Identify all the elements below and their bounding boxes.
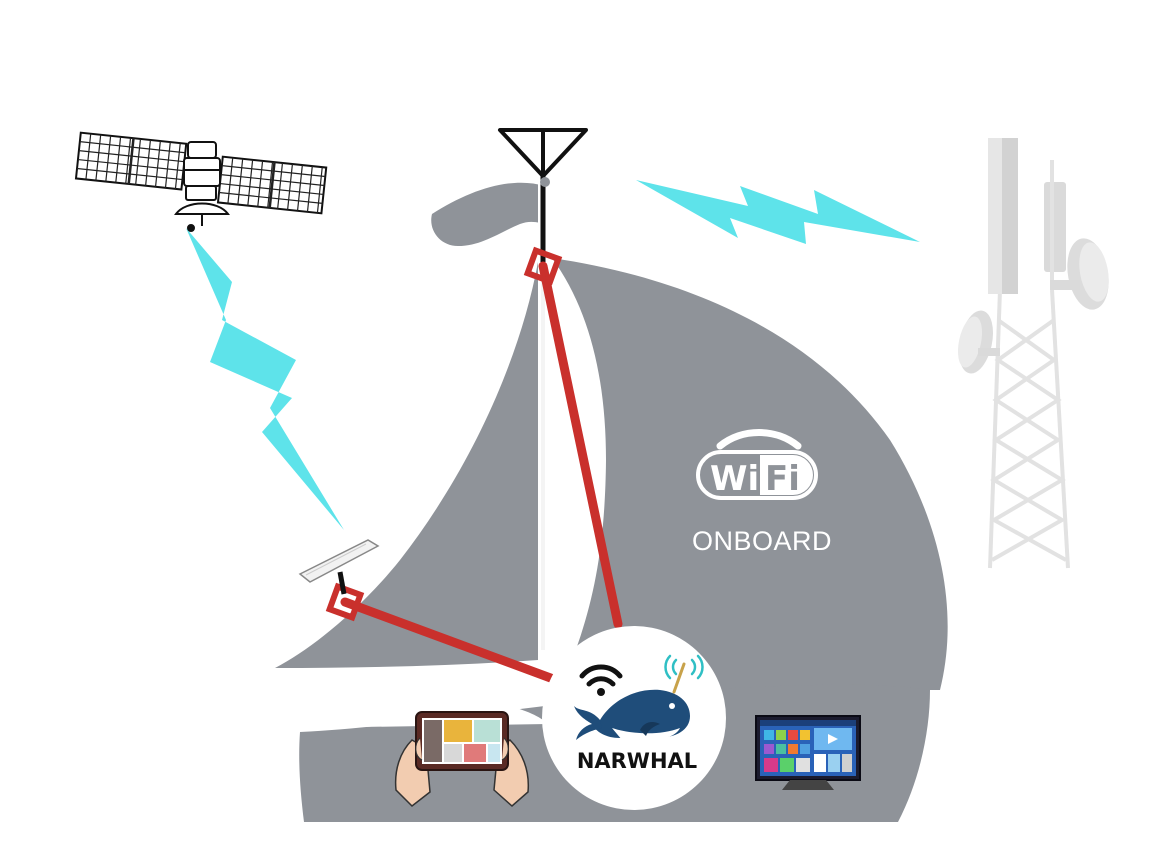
tv-icon	[755, 715, 861, 790]
main-sail	[552, 258, 948, 690]
satellite-icon	[74, 131, 328, 232]
lightning-icon	[636, 180, 920, 244]
wifi-badge-icon: Wi Fi	[696, 429, 818, 500]
wifi-caption: ONBOARD	[692, 526, 832, 556]
tablet-icon	[394, 711, 530, 807]
hub-brand-label: NARWHAL	[577, 749, 697, 773]
starlink-dish-icon	[298, 539, 380, 595]
jib-sail	[275, 262, 538, 668]
wifi-label-fi: Fi	[765, 459, 800, 499]
lightning-icon	[186, 228, 344, 530]
dish-junction-box	[325, 582, 365, 622]
mast-junction-box	[523, 246, 563, 286]
network-cables	[340, 261, 623, 685]
narwhal-logo-icon	[574, 654, 704, 740]
cell-tower-icon	[957, 138, 1109, 569]
mast-core	[541, 190, 545, 650]
pennant-flag	[431, 182, 548, 246]
wifi-label-wi: Wi	[710, 459, 759, 499]
antenna-icon	[498, 128, 588, 262]
